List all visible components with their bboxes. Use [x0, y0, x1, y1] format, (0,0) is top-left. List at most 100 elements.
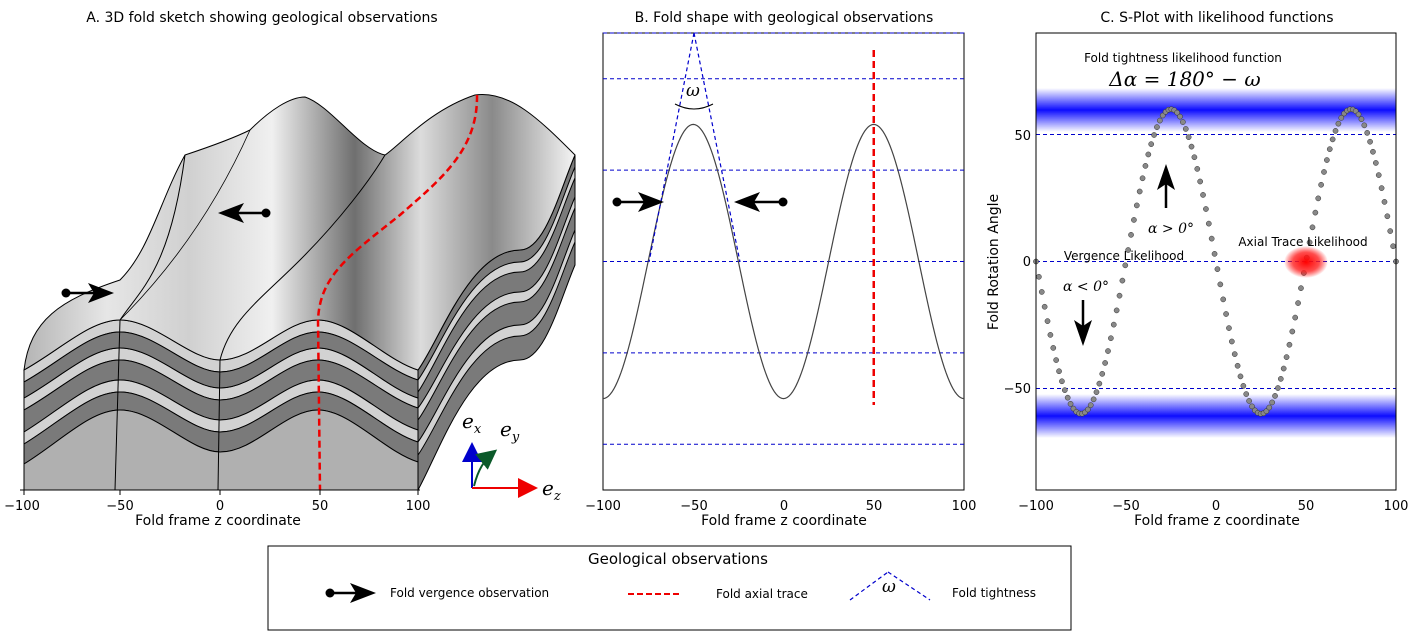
- s-plot-point: [1324, 157, 1330, 163]
- axial-trace-likelihood-label: Axial Trace Likelihood: [1238, 235, 1367, 249]
- s-plot-point: [1289, 328, 1296, 335]
- s-plot-point: [1174, 109, 1180, 116]
- s-plot-point: [1122, 262, 1129, 269]
- s-plot-point: [1205, 220, 1212, 227]
- s-plot-point: [1125, 247, 1132, 253]
- s-plot-point: [1246, 398, 1252, 404]
- panel-c-ytick: −50: [1004, 382, 1031, 397]
- s-plot-point: [1367, 138, 1373, 145]
- panel-c-xtick: 100: [1384, 499, 1409, 514]
- s-plot-point: [1185, 134, 1192, 140]
- s-plot-point: [1108, 335, 1114, 342]
- s-plot-point: [1059, 378, 1065, 385]
- s-plot-point: [1275, 385, 1281, 391]
- s-plot-point: [1283, 354, 1290, 360]
- s-plot-point: [1231, 351, 1238, 357]
- s-plot-point: [1243, 391, 1250, 397]
- s-plot-point: [1145, 151, 1152, 158]
- s-plot-point: [1266, 404, 1273, 411]
- s-plot-point: [1200, 192, 1206, 198]
- s-plot-point: [1136, 188, 1143, 195]
- s-plot-point: [1298, 285, 1304, 292]
- alpha-down-arrow: [1074, 300, 1092, 346]
- alpha-positive-label: α > 0°: [1148, 221, 1194, 237]
- legend-title: Geological observations: [588, 550, 768, 568]
- s-plot-point: [1131, 217, 1137, 223]
- panel-b: B. Fold shape with geological observatio…: [585, 10, 976, 529]
- s-plot-point: [1272, 393, 1278, 399]
- svg-text:ey: ey: [500, 417, 520, 445]
- panel-b-xticks: −100 −50 0 50 100: [585, 499, 976, 514]
- legend-omega: ω: [882, 577, 896, 597]
- panel-a-xtick: 0: [216, 499, 224, 514]
- s-plot-point: [1050, 345, 1057, 351]
- panel-a-xtick: −50: [106, 499, 133, 514]
- s-plot-point: [1110, 321, 1117, 328]
- s-plot-point: [1151, 132, 1157, 138]
- ex-sub: x: [474, 422, 482, 437]
- tightness-wedge: ω: [648, 32, 741, 263]
- s-plot-point: [1286, 341, 1293, 348]
- s-plot-point: [1277, 376, 1284, 382]
- s-plot-point: [1099, 371, 1106, 377]
- s-plot-point: [1335, 120, 1342, 127]
- s-plot-point: [1128, 231, 1134, 238]
- panel-a-xtick: 100: [406, 499, 431, 514]
- legend-axial-label: Fold axial trace: [716, 587, 808, 601]
- s-plot-point: [1180, 119, 1186, 125]
- s-plot-point: [1387, 228, 1394, 234]
- s-plot-point: [1148, 141, 1155, 147]
- vergence-arrow-b-left: [612, 192, 664, 212]
- s-plot-point: [1036, 273, 1042, 280]
- coordinate-axes-icon: e x ey ez: [462, 409, 561, 504]
- s-plot-point: [1084, 406, 1091, 413]
- panel-c-yticks: 50 0 −50: [1004, 129, 1031, 397]
- panel-c-title: C. S-Plot with likelihood functions: [1100, 10, 1333, 26]
- s-plot-point: [1220, 296, 1227, 303]
- s-plot-point: [1226, 325, 1232, 331]
- axial-trace-3d: [316, 94, 479, 491]
- s-plot-point: [1197, 178, 1204, 185]
- tightness-band-bottom: [1036, 394, 1396, 438]
- legend-vergence-icon: [325, 583, 376, 603]
- panel-a-xtick: −100: [4, 499, 40, 514]
- s-plot-point: [1390, 243, 1396, 250]
- s-plot-point: [1326, 146, 1333, 152]
- s-plot-point: [1064, 394, 1071, 401]
- s-plot-point: [1056, 368, 1062, 375]
- s-plot-point: [1113, 307, 1120, 314]
- s-plot-point: [1309, 224, 1316, 231]
- s-plot-point: [1228, 338, 1235, 345]
- s-plot-point: [1203, 206, 1209, 212]
- panel-a-title: A. 3D fold sketch showing geological obs…: [86, 10, 437, 26]
- svg-text:ez: ez: [542, 476, 561, 504]
- s-plot-point: [1329, 136, 1336, 143]
- panel-c-xtick: 50: [1298, 499, 1315, 514]
- panel-a-xlabel: Fold frame z coordinate: [135, 513, 301, 529]
- s-plot-point: [1093, 389, 1100, 395]
- panel-b-hlines: [603, 32, 964, 445]
- panel-b-title: B. Fold shape with geological observatio…: [635, 10, 934, 26]
- panel-c-xtick: 0: [1212, 499, 1220, 514]
- s-plot-point: [1240, 383, 1247, 389]
- legend-vergence-label: Fold vergence observation: [390, 586, 549, 600]
- s-plot-point: [1156, 117, 1163, 124]
- legend-tightness-icon: ω: [849, 571, 931, 601]
- s-plot-point: [1306, 239, 1313, 246]
- ez-label: e: [542, 476, 554, 500]
- panel-c-ytick: 50: [1014, 129, 1031, 144]
- legend: Geological observations Fold vergence ob…: [267, 545, 1072, 631]
- panel-a-xtick: 50: [312, 499, 329, 514]
- s-plot-point: [1139, 175, 1146, 182]
- s-plot-point: [1067, 400, 1074, 407]
- s-plot-point: [1188, 143, 1195, 150]
- s-plot-point: [1237, 373, 1244, 380]
- s-plot-point: [1090, 396, 1097, 403]
- s-plot-point: [1133, 202, 1140, 209]
- panel-c: C. S-Plot with likelihood functions Fold…: [986, 10, 1408, 529]
- s-plot-point: [1338, 115, 1345, 121]
- ez-sub: z: [553, 489, 561, 504]
- s-plot-point: [1061, 387, 1068, 393]
- panel-c-hlines: [1036, 134, 1396, 389]
- axial-trace-likelihood-blob: [1284, 246, 1328, 278]
